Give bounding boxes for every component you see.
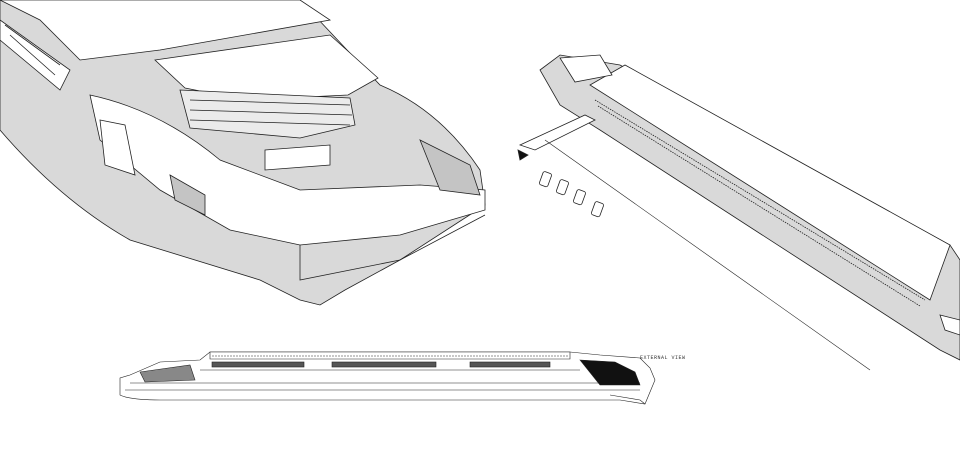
aerial-perspective-view [517, 54, 960, 371]
parked-cars [539, 171, 604, 218]
external-view-label: EXTERNAL VIEW [640, 355, 686, 361]
bow-perspective-view [0, 0, 486, 306]
side-elevation-view [119, 351, 656, 405]
